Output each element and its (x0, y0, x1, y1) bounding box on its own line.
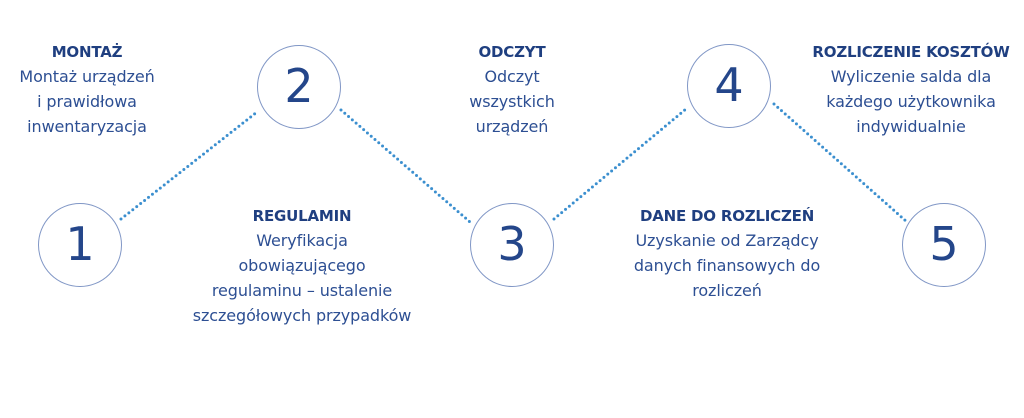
step-1-description: MONTAŻ Montaż urządzeń i prawidłowa inwe… (19, 40, 154, 139)
step-5-description: ROZLICZENIE KOSZTÓW Wyliczenie salda dla… (812, 40, 1009, 139)
step-1-number: 1 (65, 217, 95, 271)
step-4-circle: 4 (687, 44, 771, 128)
step-3-line: wszystkich (469, 92, 555, 111)
step-4-line: rozliczeń (692, 281, 762, 300)
step-2-number: 2 (284, 59, 314, 113)
step-2-circle: 2 (257, 45, 341, 129)
step-2-line: regulaminu – ustalenie (211, 281, 393, 300)
step-1-title: MONTAŻ (51, 43, 123, 61)
step-2-description: REGULAMIN Weryfikacja obowiązującego reg… (193, 204, 412, 328)
step-2-title: REGULAMIN (252, 207, 352, 225)
step-4-line: danych finansowych do (633, 256, 821, 275)
step-5-line: Wyliczenie salda dla (830, 67, 992, 86)
step-3-description: ODCZYT Odczyt wszystkich urządzeń (469, 40, 555, 139)
step-5-circle: 5 (902, 203, 986, 287)
step-3-title: ODCZYT (478, 43, 546, 61)
step-5-number: 5 (929, 217, 959, 271)
step-3-circle: 3 (470, 203, 554, 287)
connector-3-4 (552, 107, 688, 221)
step-4-number: 4 (714, 58, 744, 112)
step-4-line: Uzyskanie od Zarządcy (635, 231, 819, 250)
connector-4-5 (772, 102, 909, 224)
step-2-line: obowiązującego (238, 256, 366, 275)
step-1-line: i prawidłowa (37, 92, 137, 111)
connector-1-2 (119, 110, 259, 221)
connector-2-3 (339, 108, 472, 224)
step-5-line: każdego użytkownika (826, 92, 996, 111)
step-3-line: Odczyt (484, 67, 540, 86)
step-5-title: ROZLICZENIE KOSZTÓW (812, 43, 1010, 61)
step-4-title: DANE DO ROZLICZEŃ (639, 207, 815, 225)
step-2-line: Weryfikacja (256, 231, 348, 250)
step-2-line: szczegółowych przypadków (192, 306, 412, 325)
step-4-description: DANE DO ROZLICZEŃ Uzyskanie od Zarządcy … (634, 204, 820, 303)
step-3-line: urządzeń (475, 117, 549, 136)
step-1-circle: 1 (38, 203, 122, 287)
step-1-line: Montaż urządzeń (19, 67, 155, 86)
step-3-number: 3 (497, 217, 527, 271)
step-5-line: indywidualnie (856, 117, 966, 136)
step-1-line: inwentaryzacja (27, 117, 147, 136)
